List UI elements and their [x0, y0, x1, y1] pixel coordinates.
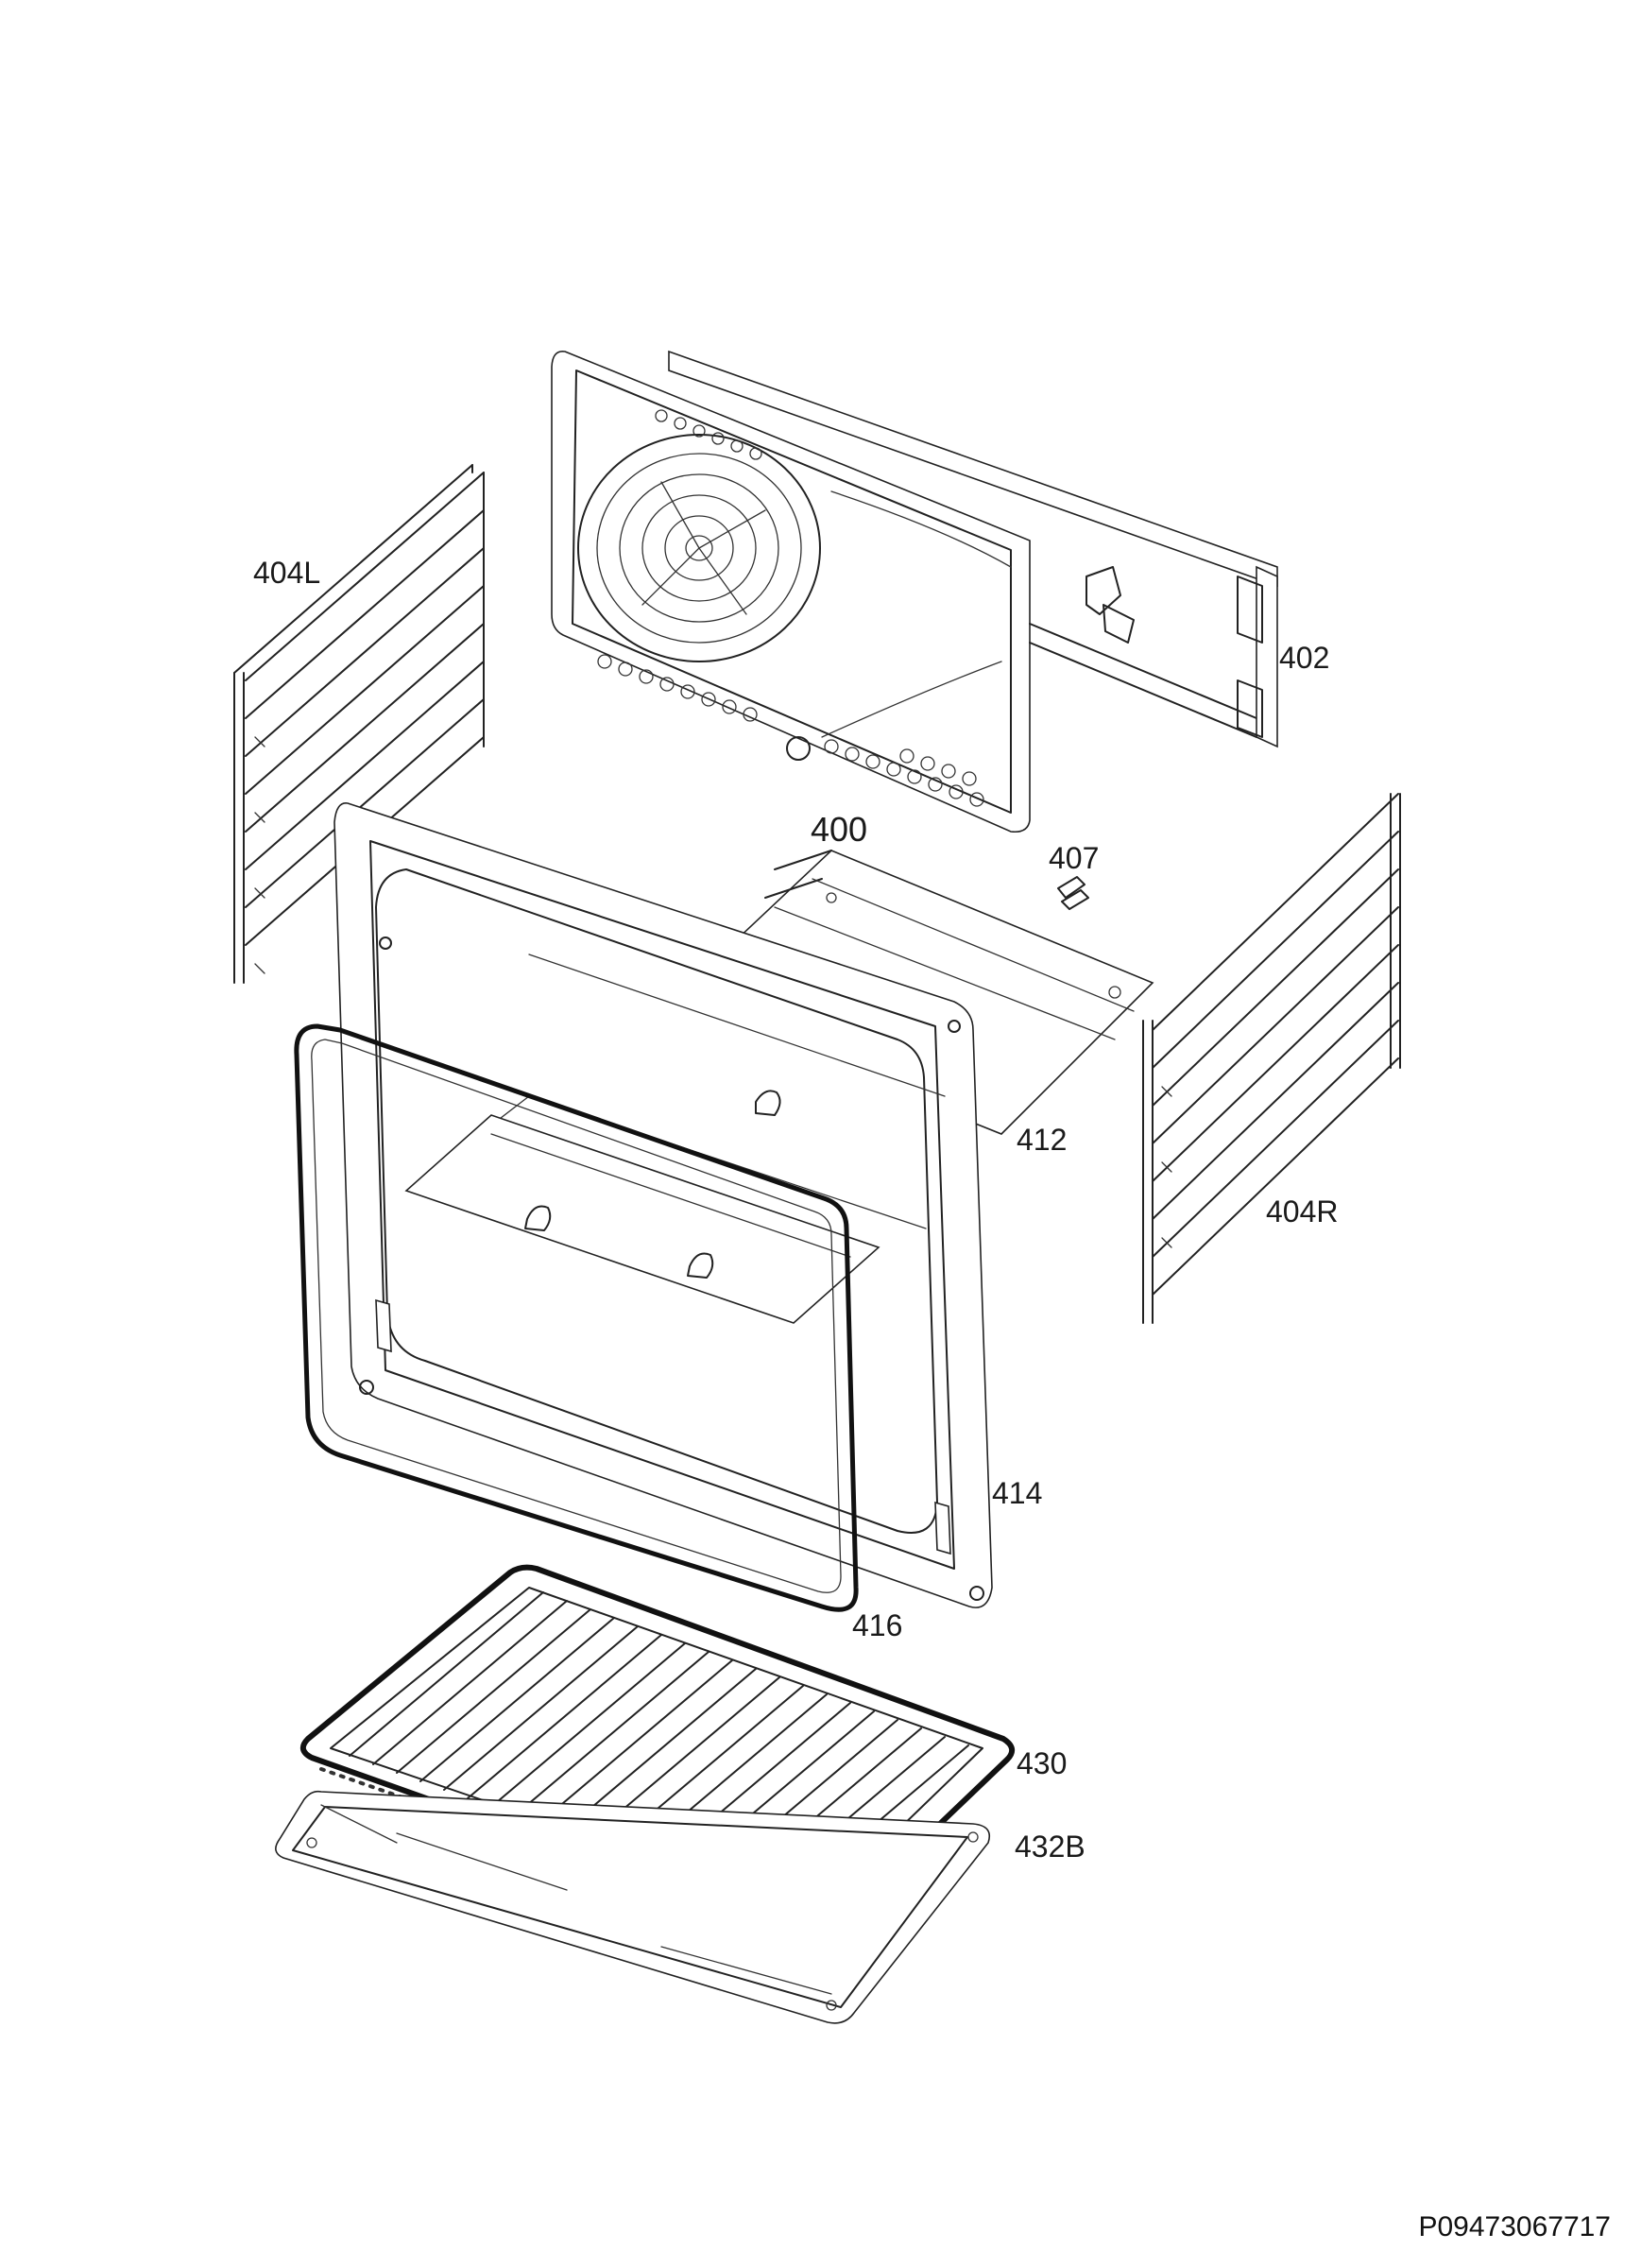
clip-drawing	[1057, 876, 1089, 910]
callout-432b: 432B	[1015, 1830, 1085, 1864]
callout-416: 416	[852, 1608, 903, 1642]
callout-404r: 404R	[1266, 1194, 1339, 1228]
callout-402: 402	[1279, 641, 1330, 675]
document-id: P09473067717	[1418, 2211, 1611, 2242]
vent-holes	[597, 409, 984, 807]
callout-404l: 404L	[253, 556, 321, 590]
back-panel-drawing	[551, 351, 1031, 833]
cavity-front-frame-drawing	[333, 802, 993, 1608]
callout-412: 412	[1017, 1123, 1068, 1157]
right-shelf-support-drawing	[1142, 793, 1401, 1324]
callout-407: 407	[1049, 841, 1100, 875]
baking-tray-drawing	[275, 1790, 991, 2024]
grid-wires	[349, 1591, 969, 1910]
door-gasket-drawing	[294, 1023, 859, 1612]
rail-drawing	[668, 350, 1278, 748]
callout-414: 414	[992, 1476, 1043, 1510]
callout-430: 430	[1017, 1746, 1068, 1780]
callout-400: 400	[811, 810, 868, 849]
left-shelf-support-drawing	[233, 464, 485, 984]
